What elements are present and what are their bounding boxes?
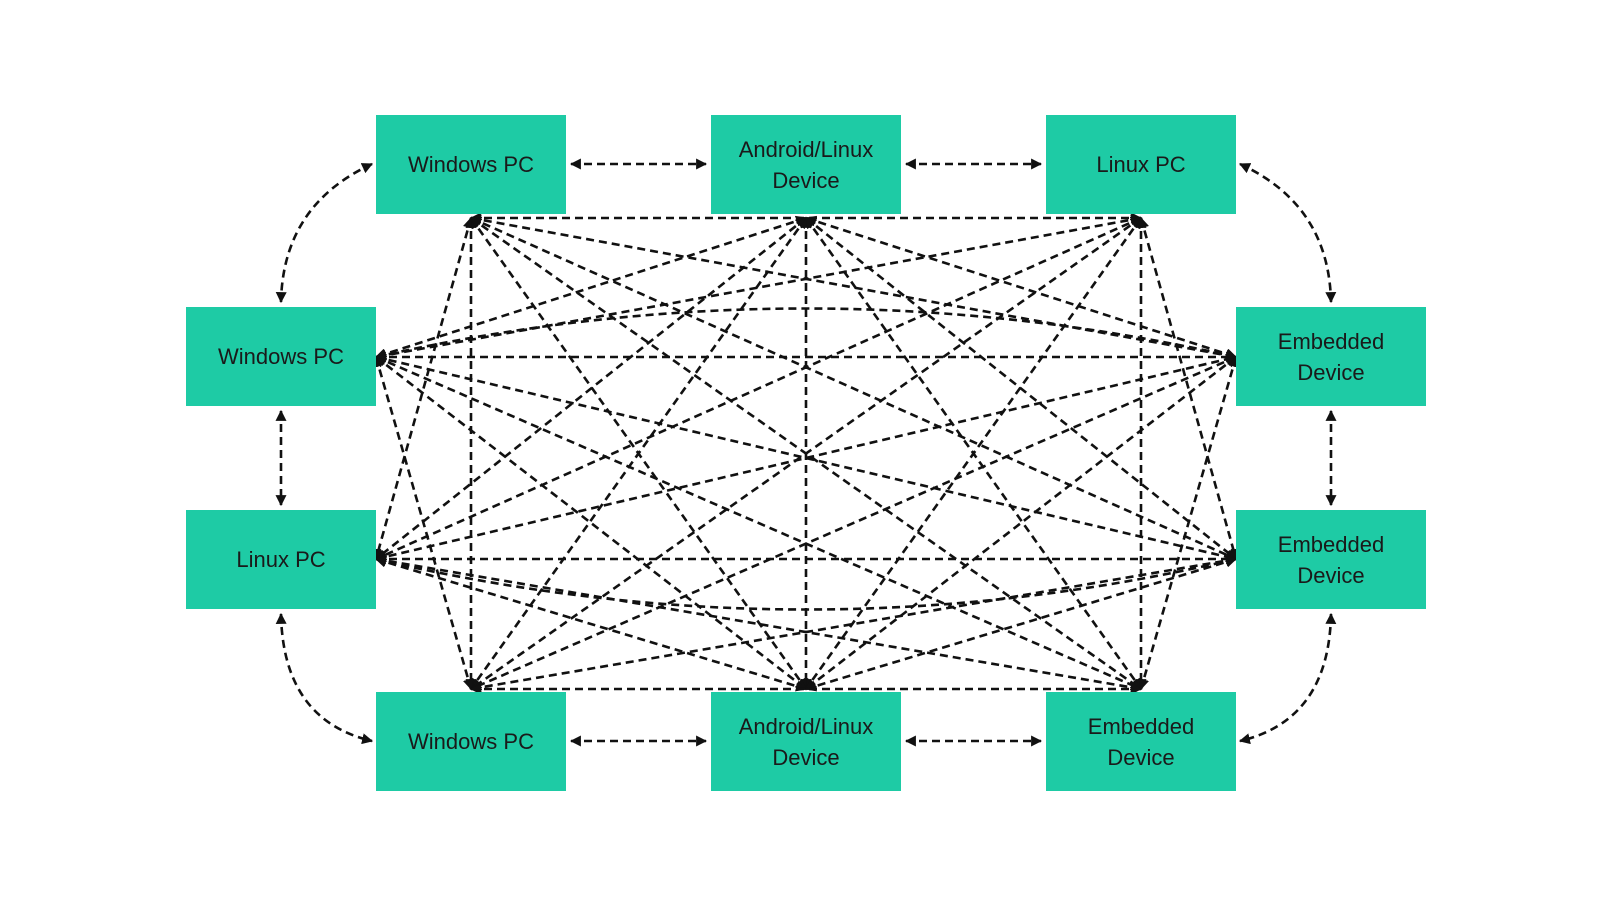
connection-line — [1138, 355, 1239, 691]
connection-line — [469, 214, 1238, 361]
connection-line — [374, 214, 1143, 361]
connection-arc — [1238, 612, 1337, 745]
connection-line — [373, 355, 474, 691]
connection-line — [373, 216, 474, 561]
node-embedded-device-bottom: Embedded Device — [1046, 692, 1236, 791]
connection-arc — [374, 307, 1238, 361]
node-linux-pc-left: Linux PC — [186, 510, 376, 609]
connection-arc — [374, 555, 1238, 611]
node-label: Embedded Device — [1277, 531, 1385, 588]
node-label: Linux PC — [236, 547, 326, 572]
node-label: Linux PC — [1096, 152, 1186, 177]
node-android-linux-device-top: Android/Linux Device — [711, 115, 901, 214]
node-label: Windows PC — [408, 729, 534, 754]
node-linux-pc-top: Linux PC — [1046, 115, 1236, 214]
connection-arc — [1239, 162, 1337, 304]
node-windows-pc-left: Windows PC — [186, 307, 376, 406]
node-label: Windows PC — [408, 152, 534, 177]
connection-arc — [275, 162, 373, 304]
node-embedded-device-right-lower: Embedded Device — [1236, 510, 1426, 609]
node-label: Embedded Device — [1277, 328, 1385, 385]
node-label: Embedded Device — [1087, 713, 1195, 770]
node-android-linux-device-bottom: Android/Linux Device — [711, 692, 901, 791]
node-label: Android/Linux Device — [738, 136, 874, 193]
connection-line — [804, 556, 1238, 692]
connection-line — [375, 216, 807, 561]
node-windows-pc-bottom: Windows PC — [376, 692, 566, 791]
node-windows-pc-top: Windows PC — [376, 115, 566, 214]
node-embedded-device-right-upper: Embedded Device — [1236, 307, 1426, 406]
connection-arc — [275, 612, 374, 745]
node-label: Windows PC — [218, 344, 344, 369]
connection-line — [1138, 216, 1239, 561]
node-label: Android/Linux Device — [738, 713, 874, 770]
